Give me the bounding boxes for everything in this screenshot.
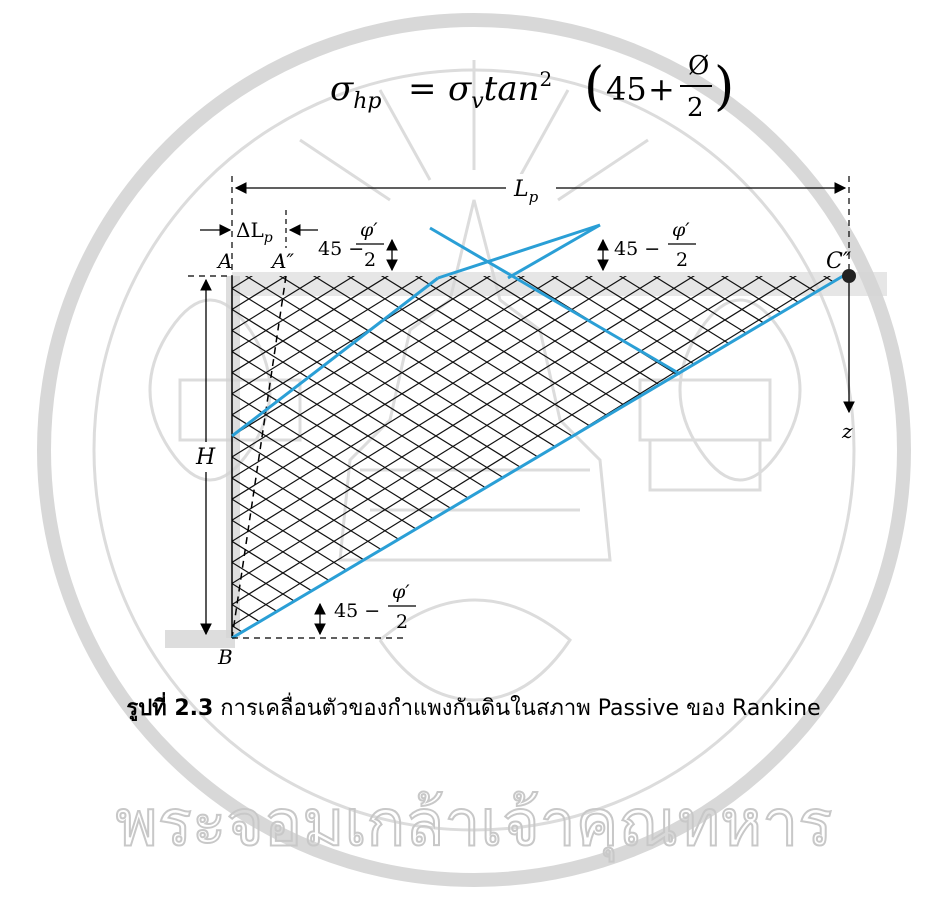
grid-line-falling [453,276,843,638]
grid-line-falling [232,276,843,638]
grid-line-rising [232,276,471,638]
blue-line-upper-right [507,223,601,280]
passive-pressure-equation: σhp = σvtan2 ( 45 + Ø 2 ) [330,51,734,123]
grid-line-falling [725,276,843,638]
point-B-label: B [217,645,233,669]
delta-Lp-label: ΔLp [236,218,273,246]
svg-text:φ′: φ′ [672,219,690,241]
wall-rotated-dashed-line [231,275,287,639]
grid-line-falling [657,276,843,638]
grid-line-rising [232,276,233,638]
ground-surface-shade [232,272,887,296]
H-label: H [195,445,216,470]
eq-equals: = [408,69,437,109]
grid-line-rising [232,276,743,638]
svg-text:2: 2 [364,249,376,271]
grid-line-falling [232,276,843,638]
grid-line-falling [232,276,675,638]
grid-line-falling [232,276,607,638]
grid-line-rising [232,276,843,638]
eq-sigma-hp: σhp [330,69,381,114]
point-A-label: A [216,249,232,273]
grid-line-falling [232,276,843,638]
grid-line-falling [896,152,947,710]
grid-line-rising [232,276,843,638]
grid-line-falling [232,276,369,638]
grid-line-falling [759,276,843,638]
blue-failure-plane-upper [231,276,439,438]
grid-line-falling [385,276,843,638]
grid-line-falling [232,276,709,638]
z-label: z [841,419,853,443]
eq-paren-open: ( [584,57,604,117]
blue-line-left-cross [429,226,681,376]
grid-line-falling [232,276,233,638]
grid-line-rising [232,276,675,638]
grid-line-falling [232,276,335,638]
grid-line-rising [232,276,437,638]
grid-line-rising [232,276,607,638]
figure-caption-text: การเคลื่อนตัวของกำแพงกันดินในสภาพ Passiv… [213,696,821,721]
figure-caption: รูปที่ 2.3 การเคลื่อนตัวของกำแพงกันดินใน… [0,690,947,725]
eq-plus: + [648,70,675,108]
eq-paren-close: ) [714,57,734,117]
grid-line-rising [232,276,641,638]
figure-caption-number: รูปที่ 2.3 [126,696,214,721]
grid-line-falling [487,276,843,638]
grid-line-falling [232,276,573,638]
grid-line-falling [317,276,843,638]
watermark-bottom-text: พระจอมเกล้าเจ้าคุณทหาร [115,787,832,862]
angle-annotation-top-right: 45 − φ′ 2 [597,219,696,272]
svg-text:45 −: 45 − [318,238,364,260]
svg-text:45 −: 45 − [334,600,380,622]
eq-sigma-v: σvtan2 [448,67,552,114]
blue-line-upper-left [437,223,601,280]
grid-line-rising [232,276,777,638]
grid-line-rising [896,204,947,762]
grid-line-rising [232,276,811,638]
grid-line-falling [232,276,843,638]
grid-line-rising [232,276,709,638]
failure-plane-grid [232,152,947,762]
svg-text:φ′: φ′ [392,581,410,603]
grid-line-falling [930,152,947,710]
angle-annotation-top-left: 45 − φ′ 2 [318,219,398,272]
grid-line-falling [232,276,843,638]
grid-line-rising [232,276,403,638]
svg-text:φ′: φ′ [360,219,378,241]
grid-line-falling [691,276,843,638]
point-C-marker [842,269,856,283]
grid-line-rising [232,276,573,638]
grid-line-rising [930,204,947,762]
grid-line-falling [232,276,777,638]
blue-failure-plane-main [231,274,844,640]
grid-line-falling [589,276,843,638]
grid-line-falling [232,276,843,638]
grid-line-rising [232,276,539,638]
svg-text:2: 2 [676,249,688,271]
grid-line-rising [232,276,843,638]
base-shade [165,630,235,648]
eq-frac-den: 2 [687,93,704,123]
point-A-double-prime-label: A″ [270,249,294,273]
grid-line-falling [862,152,947,710]
eq-angle: 45 [606,70,647,108]
angle-annotation-bottom: 45 − φ′ 2 [314,581,416,636]
seal-outer-ring [37,13,911,887]
grid-line-falling [521,276,843,638]
grid-line-falling [793,276,843,638]
Lp-label: Lp [513,177,539,206]
grid-line-falling [555,276,843,638]
svg-text:2: 2 [396,611,408,633]
grid-line-rising [232,276,505,638]
grid-line-falling [232,276,403,638]
svg-text:45 −: 45 − [614,238,660,260]
eq-frac-num: Ø [688,51,709,81]
